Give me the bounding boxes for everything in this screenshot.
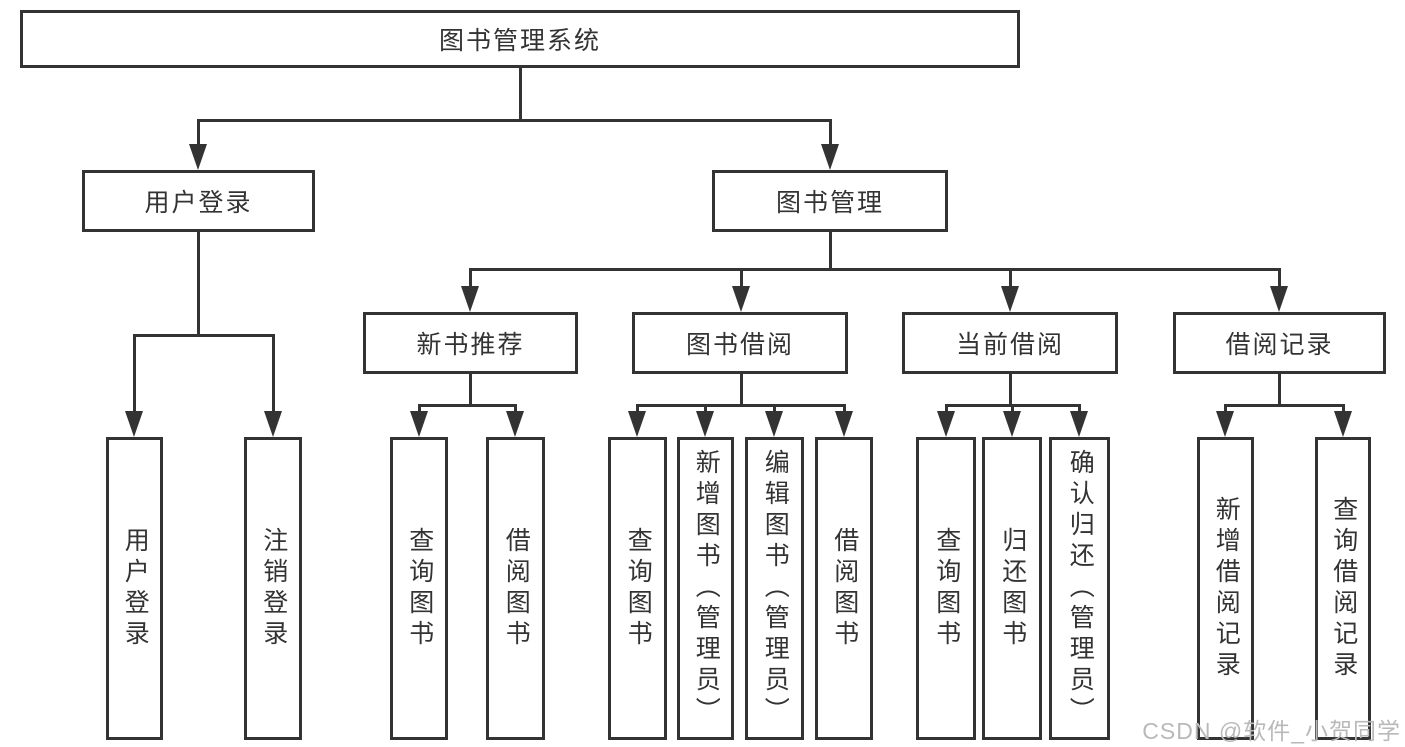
connector-vline: [945, 404, 948, 413]
node-book-management: 图书管理: [712, 170, 948, 232]
connector-vline: [197, 119, 200, 146]
node-book-borrowing: 图书借阅: [632, 312, 848, 374]
connector-vline: [1224, 404, 1227, 413]
connector-vline: [1342, 404, 1345, 413]
arrow-down-icon: [461, 286, 479, 312]
leaf-return-books: 归还图书: [982, 437, 1042, 740]
connector-vline: [1009, 374, 1012, 406]
node-label: 用户登录: [144, 189, 253, 217]
node-label: 新增借阅记录: [1212, 495, 1241, 682]
leaf-user-login: 用户登录: [106, 437, 163, 740]
node-label: 图书借阅: [685, 331, 794, 359]
node-label: 查询图书: [624, 526, 653, 651]
connector-vline: [197, 232, 200, 336]
leaf-borrow-books-recommend: 借阅图书: [486, 437, 545, 740]
node-label: 查询图书: [405, 526, 434, 651]
arrow-down-icon: [835, 411, 853, 437]
leaf-add-book-admin: 新增图书（管理员）: [677, 437, 734, 740]
connector-vline: [773, 404, 776, 413]
arrow-down-icon: [732, 286, 750, 312]
node-label: 当前借阅: [955, 331, 1064, 359]
arrow-down-icon: [821, 144, 839, 170]
connector-hline: [133, 334, 275, 337]
connector-vline: [1011, 404, 1014, 413]
leaf-query-books-current: 查询图书: [916, 437, 976, 740]
arrow-down-icon: [506, 411, 524, 437]
connector-hline: [636, 404, 846, 407]
connector-vline: [469, 374, 472, 406]
watermark: CSDN @软件_小贺同学: [1142, 718, 1401, 744]
arrow-down-icon: [937, 411, 955, 437]
arrow-down-icon: [1216, 411, 1234, 437]
leaf-borrow-books-borrowing: 借阅图书: [815, 437, 873, 740]
arrow-down-icon: [410, 411, 428, 437]
connector-hline: [418, 404, 517, 407]
arrow-down-icon: [765, 411, 783, 437]
connector-hline: [197, 119, 832, 122]
connector-vline: [133, 334, 136, 413]
connector-vline: [519, 68, 522, 120]
node-label: 借阅图书: [502, 526, 531, 651]
node-label: 图书管理: [775, 189, 884, 217]
leaf-query-books-borrowing: 查询图书: [608, 437, 667, 740]
node-user-login: 用户登录: [82, 170, 315, 232]
arrow-down-icon: [1003, 411, 1021, 437]
connector-vline: [272, 334, 275, 413]
arrow-down-icon: [696, 411, 714, 437]
leaf-query-books-recommend: 查询图书: [390, 437, 448, 740]
node-label: 注销登录: [259, 526, 288, 651]
connector-vline: [1278, 268, 1281, 288]
node-borrow-records: 借阅记录: [1173, 312, 1386, 374]
connector-vline: [829, 232, 832, 271]
node-label: 新增图书（管理员）: [692, 449, 721, 728]
leaf-add-borrow-record: 新增借阅记录: [1197, 437, 1254, 740]
connector-vline: [514, 404, 517, 413]
connector-vline: [636, 404, 639, 413]
arrow-down-icon: [1001, 286, 1019, 312]
connector-vline: [829, 119, 832, 146]
connector-hline: [469, 268, 1281, 271]
connector-vline: [740, 374, 743, 406]
arrow-down-icon: [125, 411, 143, 437]
connector-vline: [1009, 268, 1012, 288]
node-label: 确认归还（管理员）: [1066, 449, 1095, 728]
node-current-borrowing: 当前借阅: [902, 312, 1118, 374]
connector-vline: [1078, 404, 1081, 413]
node-label: 归还图书: [998, 526, 1027, 651]
leaf-query-borrow-record: 查询借阅记录: [1315, 437, 1371, 740]
connector-hline: [1224, 404, 1345, 407]
node-label: 借阅图书: [830, 526, 859, 651]
arrow-down-icon: [1334, 411, 1352, 437]
node-library-system: 图书管理系统: [20, 10, 1020, 68]
leaf-logout: 注销登录: [244, 437, 302, 740]
node-label: 借阅记录: [1225, 331, 1334, 359]
node-label: 查询图书: [932, 526, 961, 651]
connector-vline: [843, 404, 846, 413]
arrow-down-icon: [1070, 411, 1088, 437]
leaf-confirm-return-admin: 确认归还（管理员）: [1049, 437, 1110, 740]
connector-vline: [740, 268, 743, 288]
connector-vline: [418, 404, 421, 413]
arrow-down-icon: [628, 411, 646, 437]
leaf-edit-book-admin: 编辑图书（管理员）: [745, 437, 804, 740]
node-label: 新书推荐: [416, 331, 525, 359]
connector-vline: [469, 268, 472, 288]
arrow-down-icon: [189, 144, 207, 170]
node-label: 用户登录: [121, 526, 150, 651]
connector-vline: [1278, 374, 1281, 406]
node-label: 查询借阅记录: [1329, 495, 1358, 682]
arrow-down-icon: [1270, 286, 1288, 312]
node-label: 编辑图书（管理员）: [761, 449, 790, 728]
arrow-down-icon: [264, 411, 282, 437]
node-new-book-recommend: 新书推荐: [363, 312, 578, 374]
node-label: 图书管理系统: [438, 27, 601, 55]
connector-vline: [704, 404, 707, 413]
